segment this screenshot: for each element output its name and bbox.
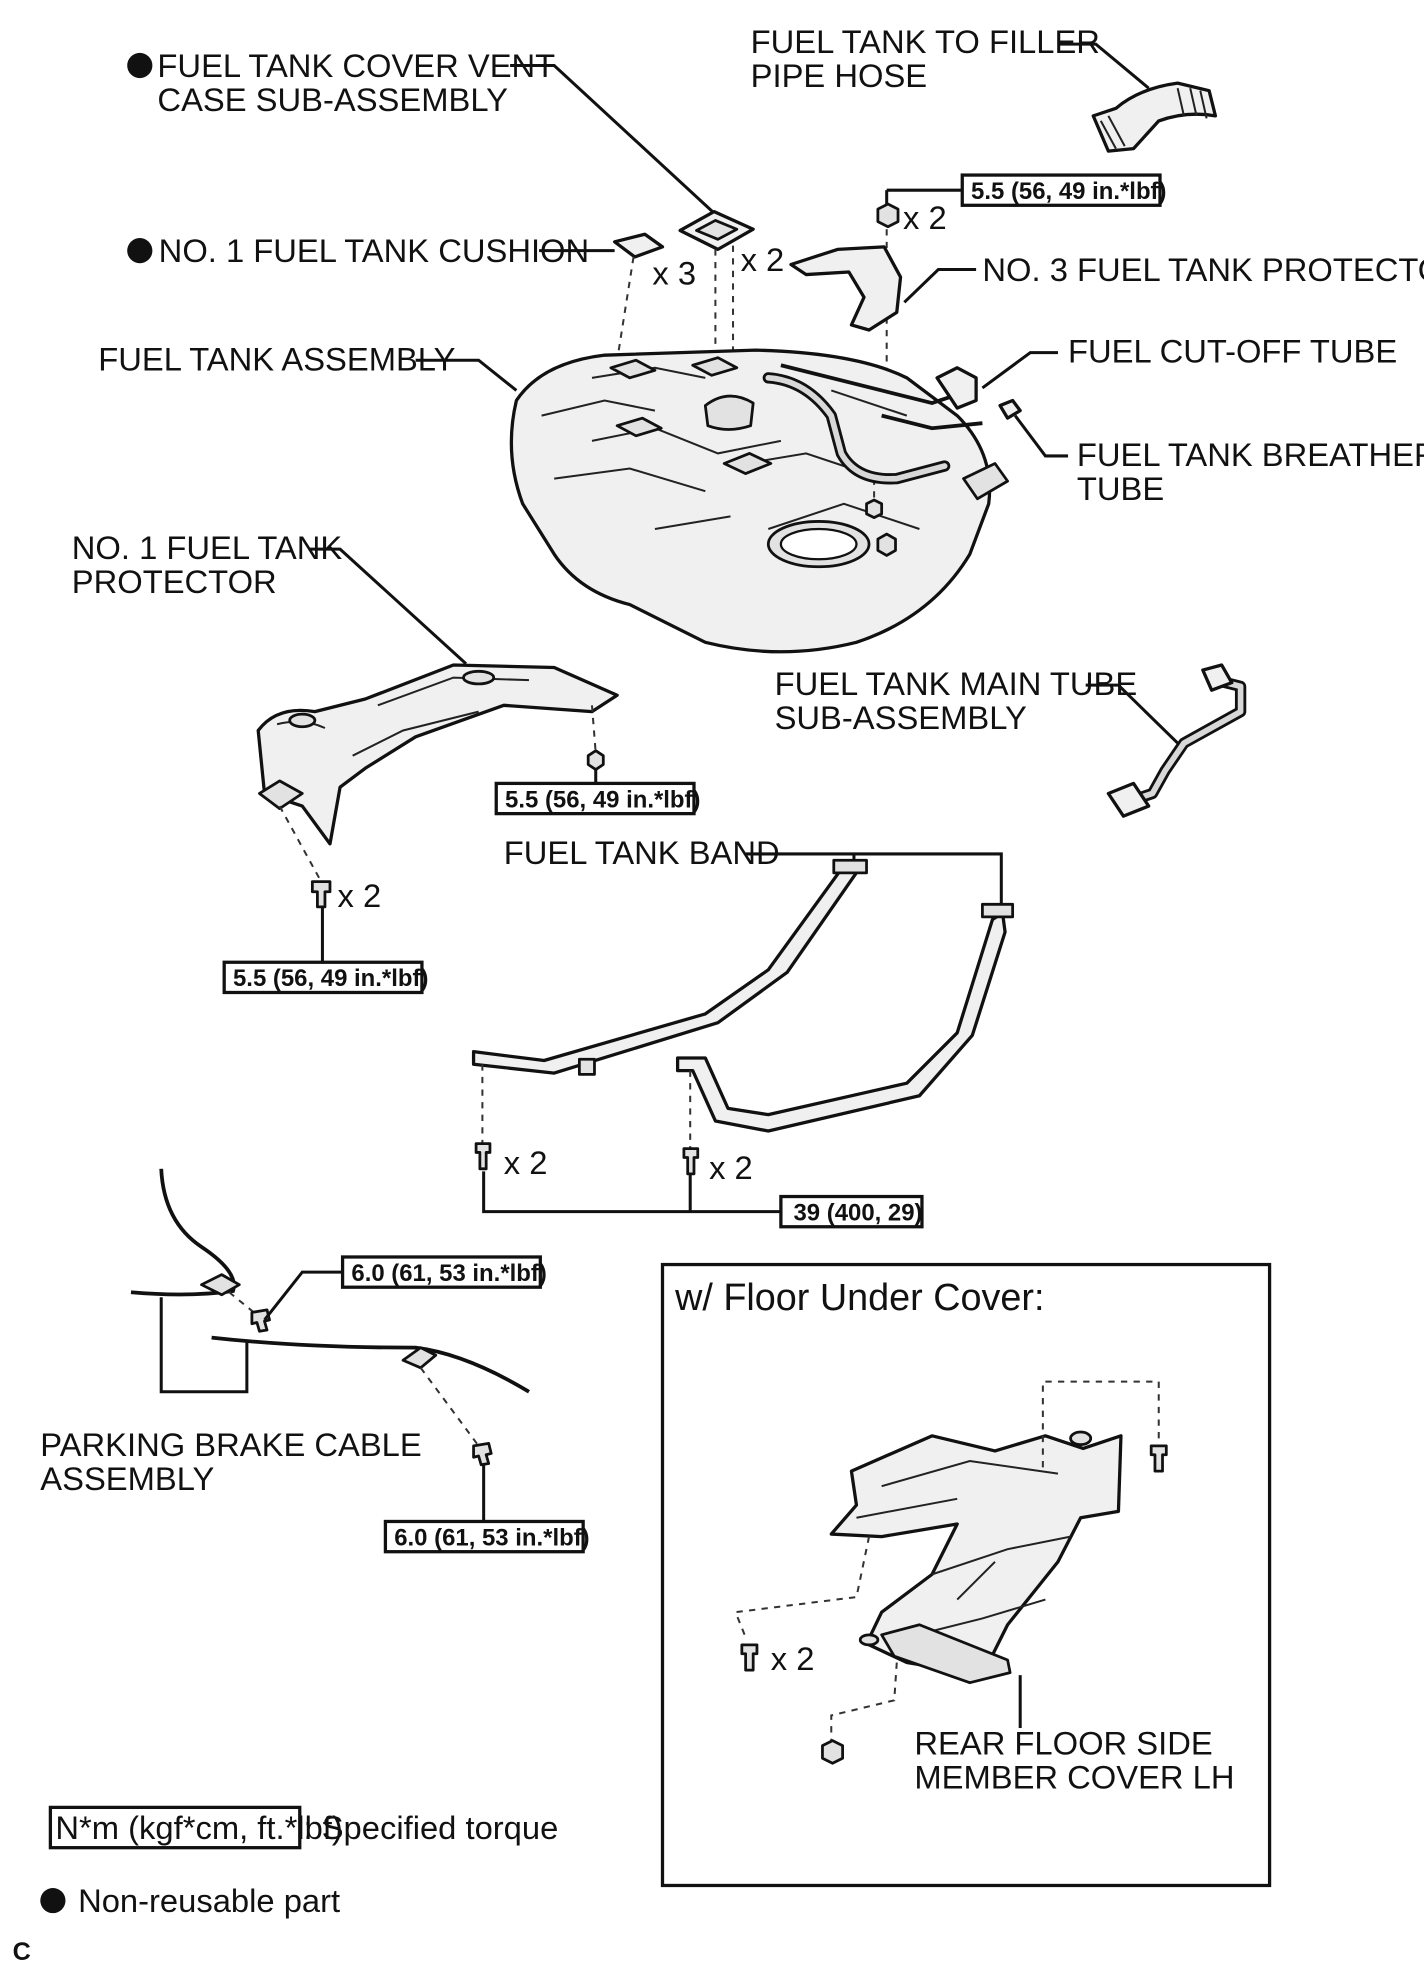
torque-box-protector1-right — [494, 781, 696, 816]
torque-box-parking-upper — [340, 1255, 542, 1289]
nonreusable-dot-icon — [127, 52, 153, 79]
main-tube-callout: FUEL TANK MAIN TUBE SUB-ASSEMBLY — [775, 665, 1179, 745]
breather-callout: FUEL TANK BREATHER TUBE — [1013, 414, 1424, 507]
main-tube-part — [1106, 663, 1247, 818]
cushion-qty: x 3 — [652, 255, 696, 292]
band-label: FUEL TANK BAND — [504, 834, 780, 871]
protector3-nut-qty: x 2 — [903, 199, 947, 236]
main-tube-label-line2: SUB-ASSEMBLY — [775, 699, 1027, 736]
cutoff-connector — [935, 366, 978, 410]
parking-cable-part: 6.0 (61, 53 in.*lbf) 6.0 (61, 53 in.*lbf… — [40, 1168, 590, 1554]
band-right — [675, 902, 1015, 1133]
breather-label-line1: FUEL TANK BREATHER — [1077, 436, 1424, 473]
protector1-label-line1: NO. 1 FUEL TANK — [72, 529, 343, 566]
legend-torque-box — [48, 1805, 302, 1850]
bolt-icon — [472, 1442, 493, 1467]
rear-floor-label-line2: MEMBER COVER LH — [914, 1758, 1234, 1795]
bolt-icon — [310, 880, 332, 909]
filler-hose-label-line2: PIPE HOSE — [751, 57, 927, 94]
protector1-bolt-qty: x 2 — [338, 877, 382, 914]
vent-case-label-line1: FUEL TANK COVER VENT — [157, 47, 555, 84]
filler-hose-label-line1: FUEL TANK TO FILLER — [751, 23, 1100, 60]
parking-label-line2: ASSEMBLY — [40, 1460, 214, 1497]
cushion-callout: NO. 1 FUEL TANK CUSHION x 3 — [127, 232, 696, 361]
cutoff-label: FUEL CUT-OFF TUBE — [1068, 333, 1397, 370]
bolt-icon — [250, 1308, 271, 1333]
legend-torque-unit: N*m (kgf*cm, ft.*lbf) — [55, 1809, 342, 1846]
inset-title: w/ Floor Under Cover: — [674, 1277, 1044, 1319]
torque-protector1-right: 5.5 (56, 49 in.*lbf) — [505, 786, 700, 813]
vent-case-label-line2: CASE SUB-ASSEMBLY — [157, 81, 508, 118]
nonreusable-dot-icon — [40, 1887, 66, 1914]
cushion-label: NO. 1 FUEL TANK CUSHION — [159, 232, 589, 269]
rear-floor-cover-shape — [829, 1434, 1123, 1677]
torque-box-band — [779, 1194, 924, 1229]
torque-protector3: 5.5 (56, 49 in.*lbf) — [971, 178, 1166, 205]
tank-assembly-callout: FUEL TANK ASSEMBLY — [98, 340, 518, 392]
breather-label-line2: TUBE — [1077, 470, 1164, 507]
filler-hose-callout: FUEL TANK TO FILLER PIPE HOSE — [751, 23, 1150, 94]
band-bolts: x 2 x 2 39 (400, 29) — [474, 1064, 924, 1229]
protector3-callout: 5.5 (56, 49 in.*lbf) x 2 NO. 3 FUEL TANK… — [789, 173, 1424, 542]
protector3-label: NO. 3 FUEL TANK PROTECTOR — [982, 251, 1424, 288]
legend: N*m (kgf*cm, ft.*lbf) : Specified torque… — [13, 1805, 559, 1963]
torque-box-protector1-left — [222, 960, 424, 995]
vent-case-callout: FUEL TANK COVER VENT CASE SUB-ASSEMBLY — [127, 47, 719, 218]
corner-mark: C — [13, 1938, 31, 1963]
nut-icon — [586, 749, 605, 771]
tank-tubes — [762, 363, 1022, 485]
protector1-label-line2: PROTECTOR — [72, 563, 277, 600]
tank-assembly-label: FUEL TANK ASSEMBLY — [98, 340, 455, 377]
vent-qty: x 2 — [741, 241, 785, 278]
band-left-shape — [471, 867, 861, 1075]
cutoff-callout: FUEL CUT-OFF TUBE — [981, 333, 1397, 390]
main-tube-label-line1: FUEL TANK MAIN TUBE — [775, 665, 1138, 702]
band-right-shape — [675, 911, 1007, 1133]
legend-torque-desc: : Specified torque — [304, 1809, 559, 1846]
parking-label-line1: PARKING BRAKE CABLE — [40, 1426, 421, 1463]
bolt-icon — [740, 1643, 759, 1672]
nut-icon — [876, 202, 900, 229]
legend-nonreusable: Non-reusable part — [78, 1882, 340, 1919]
fuel-tank-part — [509, 348, 1009, 654]
bolt-icon — [1149, 1444, 1168, 1473]
protector1-callout: NO. 1 FUEL TANK PROTECTOR — [72, 529, 468, 665]
cushion-shape — [612, 232, 665, 259]
vent-case-leader — [510, 63, 719, 218]
rear-floor-label-line1: REAR FLOOR SIDE — [914, 1724, 1212, 1761]
protector1-shape — [256, 663, 619, 846]
vent-case-part: x 2 — [678, 209, 785, 363]
band-callout: FUEL TANK BAND — [504, 834, 1003, 907]
band-right-qty: x 2 — [709, 1149, 753, 1186]
bolt-icon — [474, 1142, 492, 1171]
torque-parking-lower: 6.0 (61, 53 in.*lbf) — [394, 1524, 589, 1551]
filler-hose-part — [1091, 81, 1218, 153]
floor-cover-inset: w/ Floor Under Cover: x 2 REAR FLOOR SID… — [660, 1262, 1272, 1888]
band-left — [471, 858, 868, 1076]
tank-body — [509, 348, 992, 654]
torque-parking-upper: 6.0 (61, 53 in.*lbf) — [351, 1260, 546, 1287]
nonreusable-dot-icon — [127, 238, 153, 264]
band-left-qty: x 2 — [504, 1144, 548, 1181]
torque-box-parking-lower — [383, 1519, 585, 1554]
nut-icon — [821, 1739, 844, 1765]
protector1-part: 5.5 (56, 49 in.*lbf) x 2 5.5 (56, 49 in.… — [222, 663, 700, 995]
torque-protector1-left: 5.5 (56, 49 in.*lbf) — [233, 965, 428, 992]
inset-bolt-qty: x 2 — [771, 1640, 815, 1677]
protector3-shape — [789, 245, 903, 332]
breather-connector — [998, 398, 1022, 420]
torque-band: 39 (400, 29) — [793, 1199, 922, 1226]
bolt-icon — [682, 1147, 700, 1176]
